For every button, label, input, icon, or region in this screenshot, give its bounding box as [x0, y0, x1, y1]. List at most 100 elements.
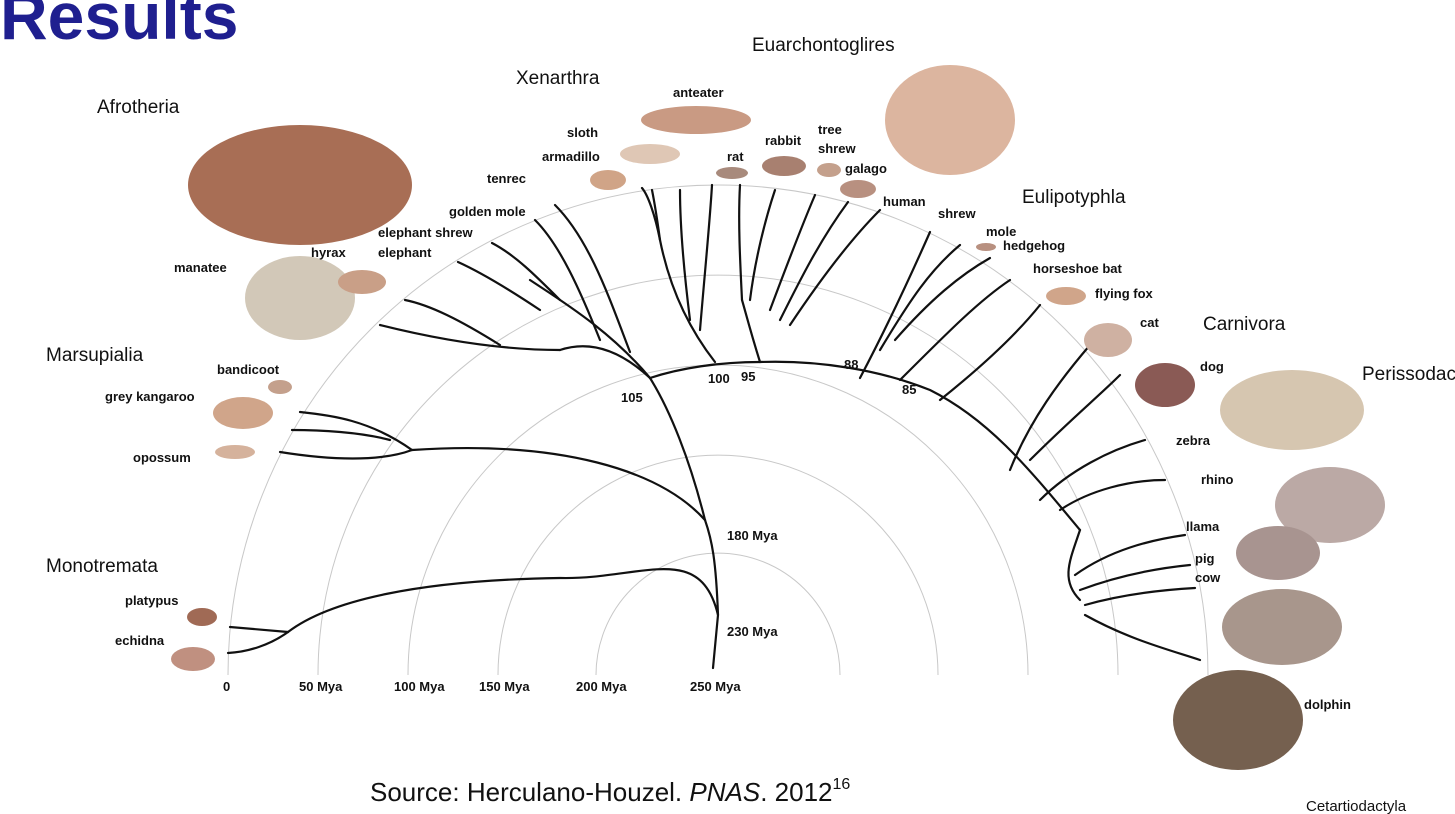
species-label: horseshoe bat — [1033, 261, 1123, 276]
branch-cat — [1030, 375, 1120, 460]
galago-brain-image — [840, 180, 876, 198]
clade-label: Cetartiodactyla — [1306, 798, 1407, 814]
ring-150 — [498, 455, 938, 675]
euarchonto-brain-image — [885, 65, 1015, 175]
kangaroo-brain-image — [213, 397, 273, 429]
branch-root — [288, 569, 718, 668]
branch-cow — [1085, 588, 1195, 605]
branch-cetart — [1068, 530, 1080, 600]
species-label: shrew — [938, 206, 976, 221]
platypus-brain-image — [187, 608, 217, 626]
species-label: anteater — [673, 85, 724, 100]
time-scale: 0 50 Mya 100 Mya 150 Mya 200 Mya 250 Mya — [223, 679, 741, 694]
species-label: shrew — [818, 141, 856, 156]
clade-label: Euarchontoglires — [752, 35, 895, 56]
dolphin-brain-image — [1173, 670, 1303, 770]
treeshrew-brain-image — [817, 163, 841, 177]
bandicoot-brain-image — [268, 380, 292, 394]
clade-label: Xenarthra — [516, 68, 600, 89]
species-label: flying fox — [1095, 286, 1154, 301]
clade-label: Eulipotyphla — [1022, 187, 1126, 208]
species-label: galago — [845, 161, 887, 176]
manatee-brain-image — [245, 256, 355, 340]
node-age: 85 — [902, 382, 916, 397]
branch-laura — [760, 362, 1080, 530]
rabbit-brain-image — [762, 156, 806, 176]
branch-rabbit — [750, 190, 775, 300]
branch-galago — [780, 202, 848, 320]
branch-anteater — [700, 185, 712, 330]
species-label: grey kangaroo — [105, 389, 195, 404]
opossum-brain-image — [215, 445, 255, 459]
branch-human — [790, 210, 880, 325]
zebra-brain-image — [1220, 370, 1364, 450]
clade-label: Afrotheria — [97, 97, 180, 118]
branch-sloth — [680, 190, 690, 320]
branch-mole — [880, 245, 960, 350]
species-label: tenrec — [487, 171, 526, 186]
scale-label: 50 Mya — [299, 679, 343, 694]
node-age: 95 — [741, 369, 755, 384]
armadillo-brain-image — [590, 170, 626, 190]
branch-treeshrew — [770, 195, 815, 310]
node-age: 180 Mya — [727, 528, 778, 543]
branch-bat — [900, 280, 1010, 380]
cat-brain-image — [1084, 323, 1132, 357]
slide-title: Results — [0, 0, 238, 54]
species-label: human — [883, 194, 926, 209]
species-label: llama — [1186, 519, 1220, 534]
clade-label: Carnivora — [1203, 314, 1286, 335]
scale-label: 100 Mya — [394, 679, 445, 694]
species-label: armadillo — [542, 149, 600, 164]
branch-manatee — [380, 325, 560, 350]
species-label: tree — [818, 122, 842, 137]
echidna-brain-image — [171, 647, 215, 671]
species-label: dog — [1200, 359, 1224, 374]
source-citation: Source: Herculano-Houzel. PNAS. 201216 — [370, 776, 850, 808]
branch-eshrew — [492, 243, 560, 300]
species-label: mole — [986, 224, 1016, 239]
species-label: hyrax — [311, 245, 346, 260]
branch-hyrax — [405, 300, 500, 345]
clade-label: Monotremata — [46, 556, 158, 577]
species-label: cow — [1195, 570, 1221, 585]
node-age: 230 Mya — [727, 624, 778, 639]
scale-label: 250 Mya — [690, 679, 741, 694]
scale-label: 150 Mya — [479, 679, 530, 694]
species-label: rat — [727, 149, 744, 164]
branch-llama — [1075, 535, 1185, 575]
cow-brain-image — [1222, 589, 1342, 665]
dog-brain-image — [1135, 363, 1195, 407]
species-label: manatee — [174, 260, 227, 275]
source-journal: PNAS — [689, 777, 760, 807]
scale-label: 0 — [223, 679, 230, 694]
species-label: rabbit — [765, 133, 802, 148]
branch-rat — [739, 185, 742, 300]
species-label: dolphin — [1304, 697, 1351, 712]
branch-perisso — [1040, 440, 1145, 500]
ring-100 — [408, 365, 1028, 675]
clade-label: Perissodactyla — [1362, 364, 1455, 385]
species-label: bandicoot — [217, 362, 280, 377]
species-label: sloth — [567, 125, 598, 140]
species-label: rhino — [1201, 472, 1234, 487]
branch-dolphin — [1085, 615, 1200, 660]
llama-brain-image — [1236, 526, 1320, 580]
species-label: pig — [1195, 551, 1215, 566]
branch-tenrec — [555, 205, 630, 352]
hyrax-brain-image — [338, 270, 386, 294]
node-age: 105 — [621, 390, 643, 405]
hedgehog-brain-image — [976, 243, 996, 251]
scale-label: 200 Mya — [576, 679, 627, 694]
branches — [228, 185, 1200, 668]
branch-platypus — [230, 627, 288, 632]
species-label: hedgehog — [1003, 238, 1065, 253]
branch-euarch — [742, 300, 760, 362]
species-label: elephant — [378, 245, 432, 260]
source-prefix: Source: Herculano-Houzel. — [370, 777, 689, 807]
species-label: echidna — [115, 633, 165, 648]
branch-hedgehog — [895, 258, 990, 340]
species-label: opossum — [133, 450, 191, 465]
node-age-labels: 105 100 95 88 85 180 Mya 230 Mya — [621, 357, 916, 639]
